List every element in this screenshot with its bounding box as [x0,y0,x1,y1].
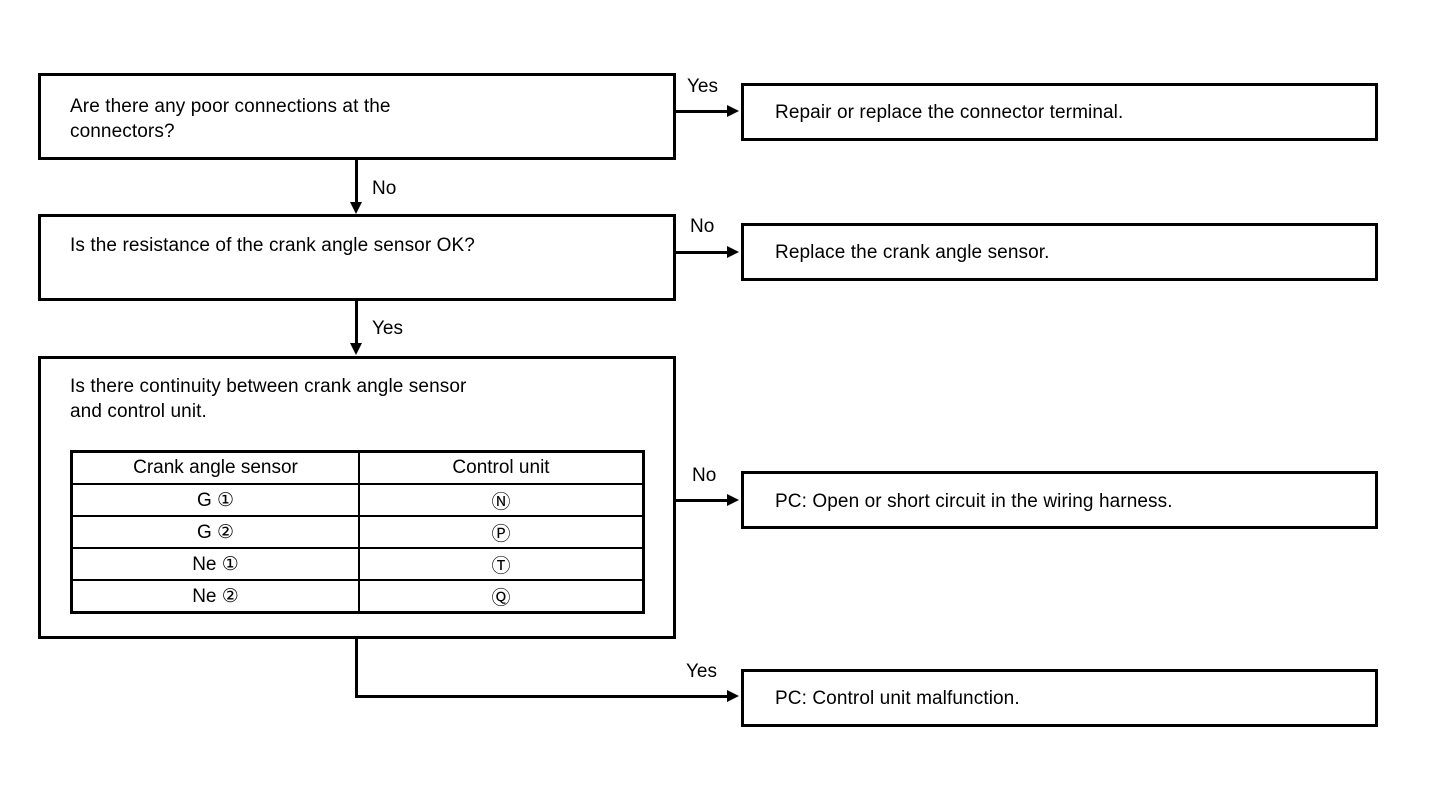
table-row: Ne ① Ⓣ [70,547,645,581]
edge-d1-yes-line [676,110,729,113]
outcome-box-repair-connector-label: Repair or replace the connector terminal… [775,102,1124,123]
table-cell-unit: Ⓝ [358,483,645,517]
edge-label-d3-no: No [692,465,717,486]
table-cell-sensor: Ne ② [70,579,360,614]
edge-label-d1-yes: Yes [687,76,718,97]
continuity-table: Crank angle sensor Control unit G ① Ⓝ G … [70,450,645,614]
decision-box-poor-connections-label: Are there any poor connections at the co… [70,96,391,142]
table-cell-sensor: Ne ① [70,547,360,581]
edge-d1-no-line [355,160,358,204]
decision-box-sensor-resistance-label: Is the resistance of the crank angle sen… [70,235,475,256]
table-header-unit: Control unit [358,450,645,485]
edge-label-d1-no: No [372,178,397,199]
table-row: G ② Ⓟ [70,515,645,549]
edge-label-d3-yes: Yes [686,661,717,682]
edge-d2-no-arrowhead [727,246,739,258]
edge-d1-yes-arrowhead [727,105,739,117]
outcome-box-replace-sensor [741,223,1378,281]
outcome-box-control-unit-malfunction [741,669,1378,727]
table-header-row: Crank angle sensor Control unit [70,450,645,485]
edge-d2-yes-line [355,301,358,345]
decision-box-sensor-resistance [38,214,676,301]
outcome-box-wiring-harness [741,471,1378,529]
table-header-sensor: Crank angle sensor [70,450,360,485]
edge-d3-yes-vline [355,639,358,698]
edge-d3-yes-hline [355,695,729,698]
edge-d1-no-arrowhead [350,202,362,214]
table-cell-sensor: G ① [70,483,360,517]
edge-label-d2-no: No [690,216,715,237]
edge-d2-yes-arrowhead [350,343,362,355]
table-cell-unit: Ⓣ [358,547,645,581]
edge-label-d2-yes: Yes [372,318,403,339]
table-row: Ne ② Ⓠ [70,579,645,614]
table-cell-unit: Ⓠ [358,579,645,614]
outcome-box-control-unit-malfunction-label: PC: Control unit malfunction. [775,688,1020,709]
decision-box-continuity-label: Is there continuity between crank angle … [70,376,467,422]
table-cell-sensor: G ② [70,515,360,549]
outcome-box-wiring-harness-label: PC: Open or short circuit in the wiring … [775,491,1173,512]
decision-box-poor-connections [38,73,676,160]
outcome-box-repair-connector [741,83,1378,141]
table-row: G ① Ⓝ [70,483,645,517]
edge-d3-yes-arrowhead [727,690,739,702]
edge-d3-no-arrowhead [727,494,739,506]
table-cell-unit: Ⓟ [358,515,645,549]
outcome-box-replace-sensor-label: Replace the crank angle sensor. [775,242,1050,263]
edge-d3-no-line [676,499,729,502]
edge-d2-no-line [676,251,729,254]
